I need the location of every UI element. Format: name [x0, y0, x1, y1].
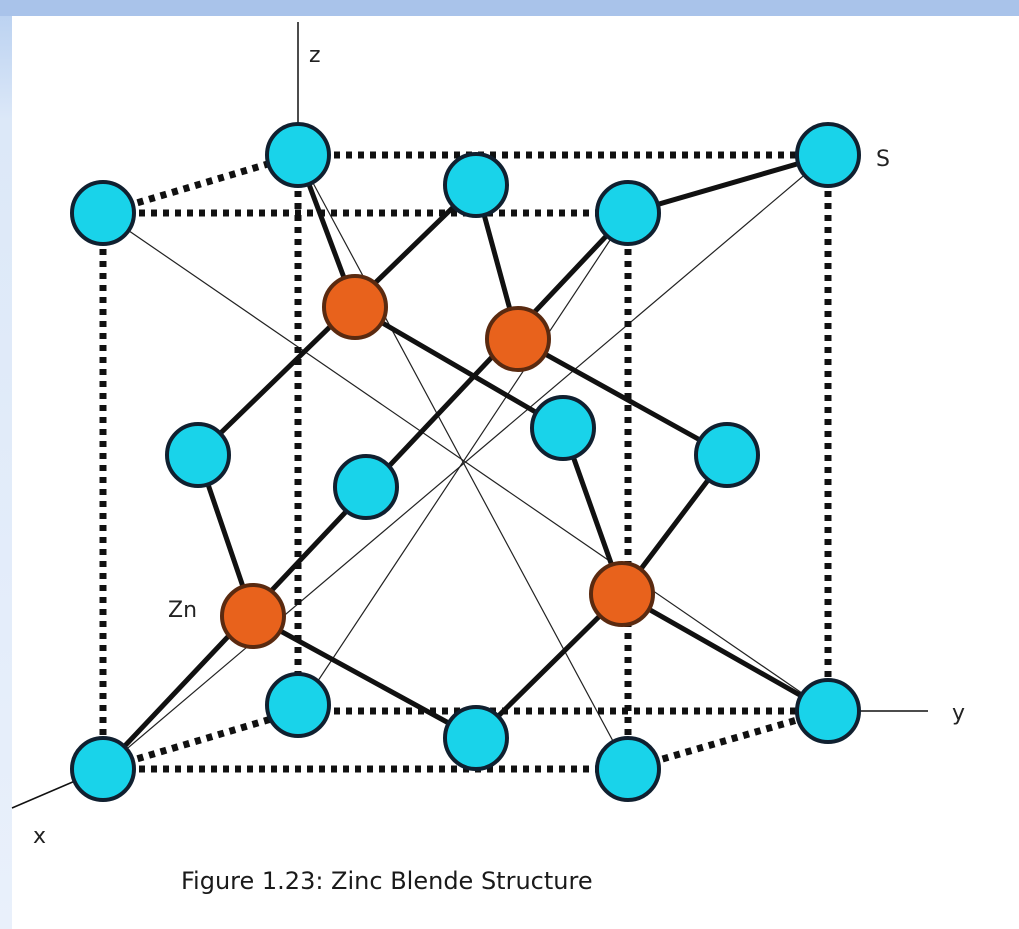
edge-bottom-left: [102, 707, 299, 773]
sulfur-atom: [595, 180, 661, 246]
zinc-atoms: [220, 274, 655, 649]
zinc-atom: [322, 274, 388, 340]
x-axis-label: x: [33, 824, 46, 849]
sulfur-atom: [265, 672, 331, 738]
sulfur-atom: [70, 736, 136, 802]
sulfur-atom: [443, 152, 509, 218]
edge-bottom-right: [627, 707, 829, 773]
bond: [515, 336, 730, 458]
y-axis-label: y: [952, 701, 965, 726]
sulfur-atom: [694, 422, 760, 488]
zinc-atom: [220, 583, 286, 649]
sulfur-atom: [443, 705, 509, 771]
cube-edges: [99, 151, 832, 773]
sulfur-atom: [530, 395, 596, 461]
sulfur-atoms: [70, 122, 861, 802]
sulfur-atom: [265, 122, 331, 188]
z-axis-label: z: [309, 43, 321, 68]
figure-caption: Figure 1.23: Zinc Blende Structure: [181, 867, 593, 895]
zinc-atom: [589, 561, 655, 627]
bond: [250, 613, 479, 741]
top-band: [0, 0, 1019, 16]
edge-top-left: [102, 151, 299, 217]
zinc-atom: [485, 306, 551, 372]
bond: [619, 591, 831, 714]
sulfur-atom: [795, 678, 861, 744]
zinc-label: Zn: [168, 598, 197, 623]
diagonal-3: [102, 154, 829, 770]
sulfur-label: S: [876, 147, 890, 172]
body-diagonals: [102, 154, 829, 770]
sulfur-atom: [165, 422, 231, 488]
sulfur-atom: [595, 736, 661, 802]
diagonal-4: [297, 212, 629, 712]
sulfur-atom: [795, 122, 861, 188]
sulfur-atom: [70, 180, 136, 246]
bond: [625, 152, 831, 216]
bond: [352, 304, 566, 431]
sulfur-atom: [333, 454, 399, 520]
bond: [473, 591, 625, 741]
